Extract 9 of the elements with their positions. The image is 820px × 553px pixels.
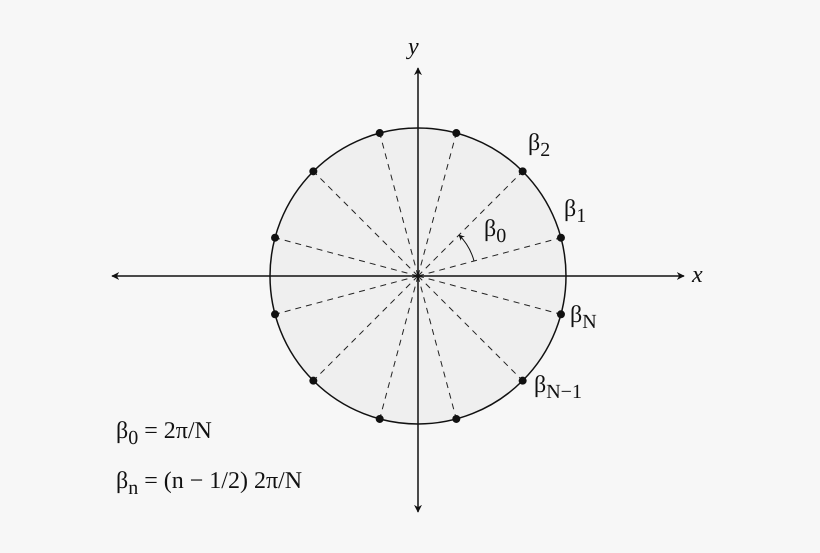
formula: β$_{n}$ = (n − 1/2) 2π/N [116,468,302,499]
point-label: β$_{2}$ [528,130,550,161]
point-label: β$_{N−1}$ [534,372,582,403]
angle-label: β$_{0}$ [484,216,506,247]
axis-label: y [408,34,419,60]
point-label: β$_{1}$ [564,196,586,227]
axis-label: x [692,262,703,288]
point-label: β$_{N}$ [570,302,597,333]
formula: β$_{0}$ = 2π/N [116,418,212,449]
